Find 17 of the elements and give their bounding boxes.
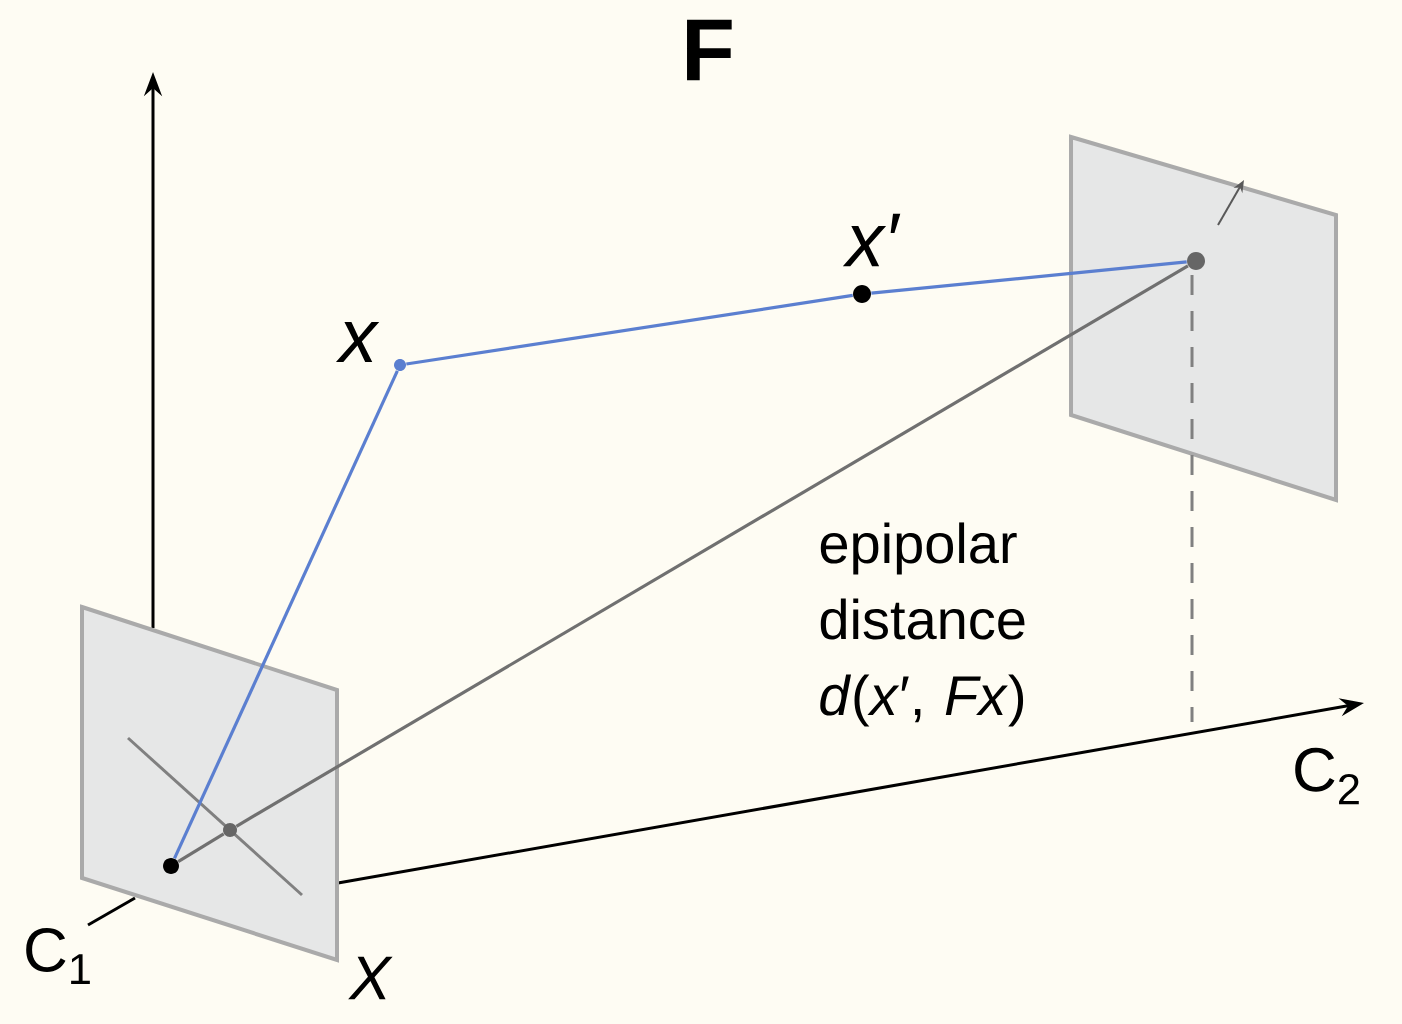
axis-label: C$_{2}$ bbox=[1295, 747, 1359, 805]
title: F bbox=[687, 19, 732, 81]
point-label: x′ bbox=[842, 213, 901, 267]
point-label: x bbox=[335, 321, 380, 363]
point-marker bbox=[163, 858, 179, 874]
line bbox=[406, 293, 853, 366]
line bbox=[235, 264, 1189, 828]
line bbox=[871, 260, 1187, 295]
axis-label: X bbox=[348, 956, 393, 1000]
point-marker bbox=[394, 359, 406, 371]
line bbox=[173, 370, 399, 860]
line bbox=[177, 832, 225, 863]
axis-label: C$_{1}$ bbox=[26, 928, 90, 984]
text-label: epipolar distance d(x′, Fx) bbox=[820, 522, 1025, 727]
point-marker bbox=[1187, 252, 1205, 270]
point-marker bbox=[853, 285, 871, 303]
point-marker bbox=[223, 823, 237, 837]
